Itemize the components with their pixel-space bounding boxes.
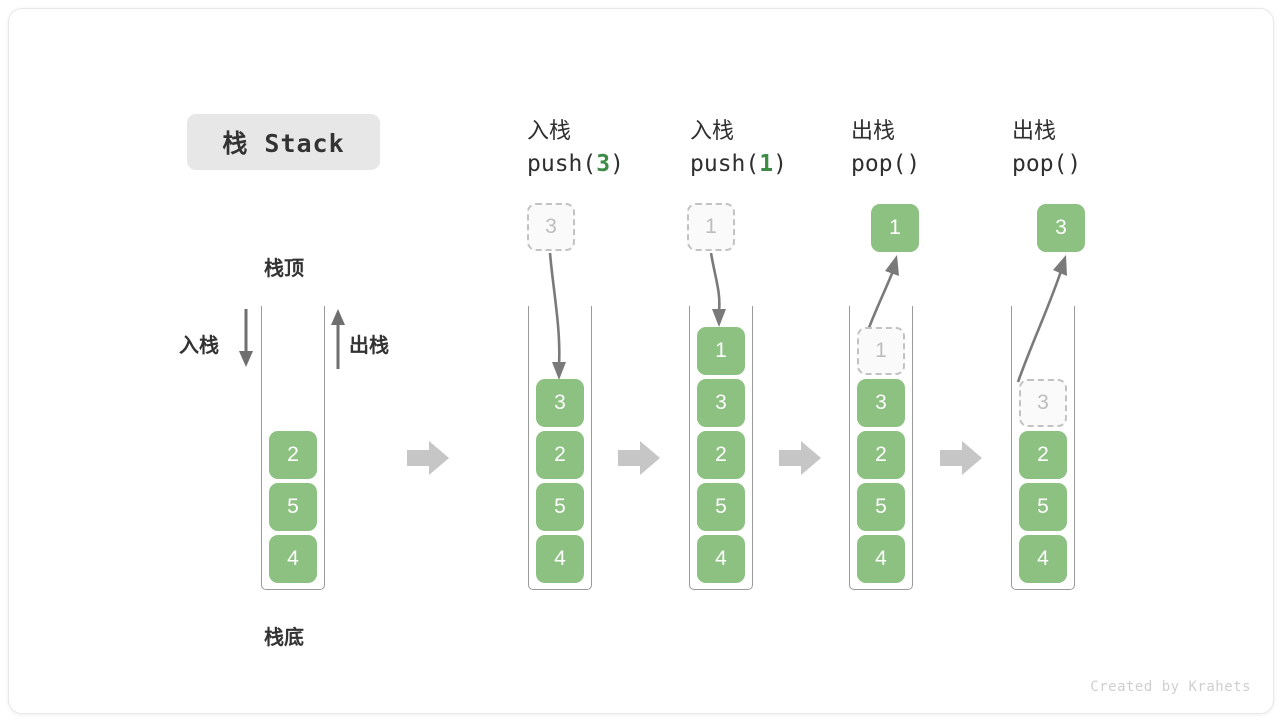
stage-header-code: push(1)	[690, 147, 870, 181]
code-prefix: pop(	[1012, 151, 1068, 177]
stack-bottom-label: 栈底	[264, 627, 304, 649]
stage-header-label: 入栈	[527, 118, 572, 143]
pop-direction-arrow-icon	[331, 309, 345, 369]
stage-header-label: 入栈	[690, 118, 735, 143]
code-suffix: )	[1067, 151, 1082, 177]
stack-cell: 5	[857, 483, 905, 531]
stage-header-code: push(3)	[527, 147, 707, 181]
stack-cell: 5	[1019, 483, 1067, 531]
stack-title-badge: 栈 Stack	[187, 114, 380, 170]
stack-cell: 3	[697, 379, 745, 427]
stack-cell: 5	[536, 483, 584, 531]
stack-cell: 4	[536, 535, 584, 583]
stack-cell: 3	[536, 379, 584, 427]
stack-container-push-1: 1 3 2 5 4	[689, 306, 753, 590]
stack-cell: 4	[1019, 535, 1067, 583]
stack-cell: 5	[697, 483, 745, 531]
stack-cell-removed-ghost: 3	[1019, 379, 1067, 427]
code-suffix: )	[906, 151, 921, 177]
diagram-card: 栈 Stack 入栈 push(3) 入栈 push(1) 出栈 pop() 出…	[8, 8, 1274, 714]
code-suffix: )	[610, 151, 624, 177]
pop-curve-arrow-icon	[865, 255, 899, 334]
floating-element-ghost: 3	[527, 203, 575, 251]
floating-element-popped: 3	[1037, 204, 1085, 252]
code-prefix: push(	[527, 151, 597, 177]
stage-header-code: pop()	[851, 147, 1031, 181]
stack-cell: 2	[857, 431, 905, 479]
stack-cell-removed-ghost: 1	[857, 327, 905, 375]
stage-header-push-1: 入栈 push(1)	[690, 115, 870, 181]
stack-cell: 2	[269, 431, 317, 479]
stage-header-pop-3: 出栈 pop()	[1012, 115, 1192, 181]
watermark-credit: Created by Krahets	[1090, 679, 1251, 695]
stage-header-label: 出栈	[851, 118, 896, 143]
stage-header-code: pop()	[1012, 147, 1192, 181]
stack-cell: 4	[697, 535, 745, 583]
stack-cell: 3	[857, 379, 905, 427]
stage-header-push-3: 入栈 push(3)	[527, 115, 707, 181]
push-curve-arrow-icon	[709, 252, 726, 327]
pop-direction-label: 出栈	[349, 335, 389, 357]
code-arg: 3	[596, 151, 611, 177]
pop-curve-arrow-icon	[1016, 255, 1067, 383]
code-prefix: push(	[690, 151, 760, 177]
floating-element-popped: 1	[871, 204, 919, 252]
stack-top-label: 栈顶	[264, 258, 304, 280]
stack-cell: 4	[857, 535, 905, 583]
floating-element-ghost: 1	[687, 203, 735, 251]
stack-container-initial: 2 5 4	[261, 306, 325, 590]
push-direction-label: 入栈	[179, 335, 219, 357]
stack-cell: 5	[269, 483, 317, 531]
stack-cell: 2	[536, 431, 584, 479]
push-curve-arrow-icon	[548, 252, 566, 380]
flow-arrow-icon	[407, 441, 449, 475]
stack-cell: 1	[697, 327, 745, 375]
stack-container-push-3: 3 2 5 4	[528, 306, 592, 590]
code-prefix: pop(	[851, 151, 907, 177]
flow-arrow-icon	[940, 441, 982, 475]
code-arg: 1	[759, 151, 774, 177]
stack-cell: 2	[697, 431, 745, 479]
stage-header-label: 出栈	[1012, 118, 1057, 143]
stack-container-pop-3: 3 2 5 4	[1011, 306, 1075, 590]
stage-header-pop-1: 出栈 pop()	[851, 115, 1031, 181]
stack-cell: 4	[269, 535, 317, 583]
flow-arrow-icon	[779, 441, 821, 475]
flow-arrow-icon	[618, 441, 660, 475]
code-suffix: )	[773, 151, 787, 177]
stack-container-pop-1: 1 3 2 5 4	[849, 306, 913, 590]
stack-title-text: 栈 Stack	[222, 129, 345, 158]
push-direction-arrow-icon	[239, 309, 253, 367]
stack-cell: 2	[1019, 431, 1067, 479]
